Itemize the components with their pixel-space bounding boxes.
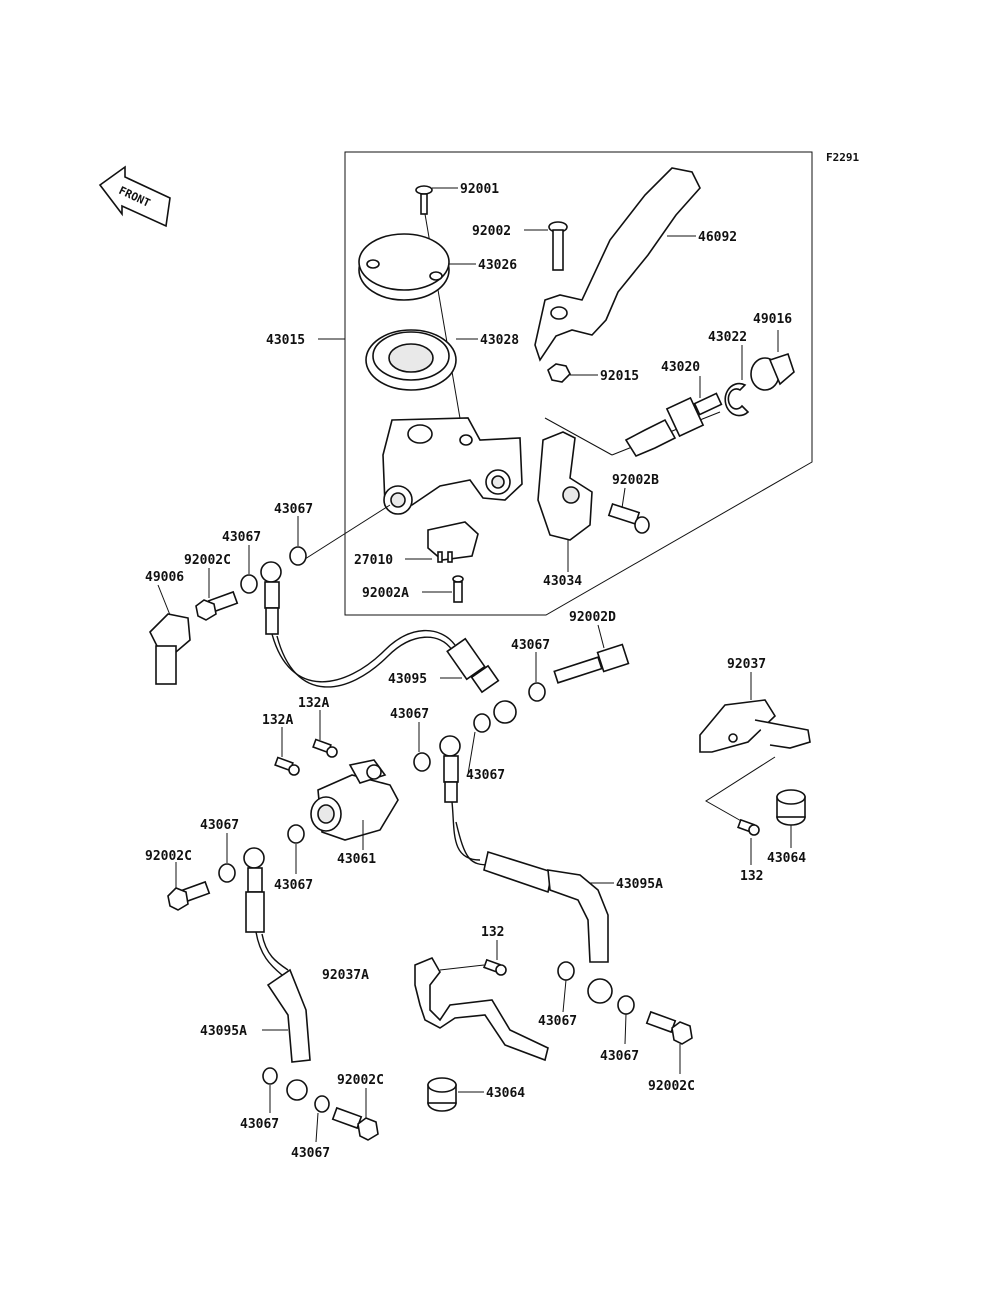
part-label-43067-d: 43067 [390, 707, 429, 722]
brake-switch-27010 [427, 521, 479, 563]
part-label-43061: 43061 [337, 852, 376, 867]
pivot-bolt-92002 [548, 221, 568, 271]
washer-43067-middle [528, 682, 546, 702]
part-label-43028: 43028 [480, 333, 519, 348]
part-label-43067-i: 43067 [600, 1049, 639, 1064]
banjo-fitting-joint [439, 735, 461, 803]
screw-92001 [415, 185, 433, 215]
brake-hose-43095 [271, 629, 456, 683]
banjo-fitting-left [243, 847, 265, 933]
part-label-43067-h: 43067 [538, 1014, 577, 1029]
banjo-fitting-upper [260, 561, 282, 635]
bolt-132a-right [312, 738, 338, 758]
part-label-92002b: 92002B [612, 473, 659, 488]
piston-assembly-43020 [624, 392, 723, 458]
part-label-132-a: 132 [740, 869, 763, 884]
washer-43067-left-a [287, 824, 305, 844]
grommet-43064-lower [427, 1077, 457, 1112]
part-label-92037a: 92037A [322, 968, 369, 983]
master-cylinder-body [382, 417, 523, 515]
part-label-92002c-a: 92002C [184, 553, 231, 568]
part-label-132-b: 132 [481, 925, 504, 940]
part-label-92002: 92002 [472, 224, 511, 239]
part-label-92002c-d: 92002C [648, 1079, 695, 1094]
part-label-132a-a: 132A [262, 713, 293, 728]
washer-43067-lower-a [262, 1067, 278, 1085]
diaphragm-43028 [365, 329, 457, 391]
part-label-49016: 49016 [753, 312, 792, 327]
washer-43067-lower-c [557, 961, 575, 981]
dust-boot-49016 [750, 352, 795, 391]
part-label-43067-k: 43067 [291, 1146, 330, 1161]
part-label-92015: 92015 [600, 369, 639, 384]
bleeder-cap-49006 [149, 613, 191, 685]
part-label-43026: 43026 [478, 258, 517, 273]
washer-43067-upper-left [240, 574, 258, 594]
clamp-bolt-92002b [607, 502, 650, 534]
part-label-92002c-b: 92002C [145, 849, 192, 864]
banjo-bolt-92002c-upper [195, 590, 239, 621]
part-label-43020: 43020 [661, 360, 700, 375]
bracket-92037 [699, 699, 811, 753]
lever-holder-43034 [537, 431, 593, 541]
part-label-43067-f: 43067 [200, 818, 239, 833]
part-label-43064-a: 43064 [767, 851, 806, 866]
washer-43067-lower-d [617, 995, 635, 1015]
part-label-43095a-b: 43095A [200, 1024, 247, 1039]
front-arrow-icon: FRONT [98, 165, 171, 228]
figure-code: F2291 [826, 151, 859, 164]
banjo-bolt-92002c-left [167, 880, 211, 911]
hose-fitting-43095 [446, 637, 517, 724]
part-label-43095a-a: 43095A [616, 877, 663, 892]
brake-hose-43095a-left [266, 968, 311, 1101]
part-label-49006: 49006 [145, 570, 184, 585]
part-label-92002c-c: 92002C [337, 1073, 384, 1088]
part-label-43067-c: 43067 [511, 638, 550, 653]
bolt-132-lower [483, 958, 507, 976]
part-label-43095: 43095 [388, 672, 427, 687]
part-label-43067-g: 43067 [274, 878, 313, 893]
part-label-43064-b: 43064 [486, 1086, 525, 1101]
part-label-92001: 92001 [460, 182, 499, 197]
part-label-92002d: 92002D [569, 610, 616, 625]
bolt-132-right [737, 818, 760, 836]
part-label-43067-b: 43067 [222, 530, 261, 545]
washer-43067-lower-b [314, 1095, 330, 1113]
brake-hose-43095a-right [483, 850, 609, 963]
washer-43067-left-b [218, 863, 236, 883]
assembly-outline-43015 [344, 151, 813, 616]
bolt-132a-left [274, 756, 300, 776]
part-label-92037: 92037 [727, 657, 766, 672]
part-label-92002a: 92002A [362, 586, 409, 601]
part-label-43034: 43034 [543, 574, 582, 589]
banjo-fitting-lower-right [587, 978, 613, 1004]
grommet-43064-right [776, 789, 806, 826]
three-way-joint-43061 [310, 759, 399, 841]
nut-92015 [547, 363, 571, 383]
part-label-43067-a: 43067 [274, 502, 313, 517]
part-label-43015: 43015 [266, 333, 305, 348]
part-label-43067-e: 43067 [466, 768, 505, 783]
screw-92002a [452, 575, 464, 603]
washer-43067-joint-right [473, 713, 491, 733]
banjo-bolt-92002c-lower [331, 1106, 379, 1141]
part-label-27010: 27010 [354, 553, 393, 568]
part-label-132a-b: 132A [298, 696, 329, 711]
banjo-bolt-92002d [553, 643, 630, 684]
bracket-92037a [414, 956, 549, 1062]
circlip-43022 [724, 382, 750, 417]
part-label-43022: 43022 [708, 330, 747, 345]
part-label-46092: 46092 [698, 230, 737, 245]
washer-43067-upper-right [289, 546, 307, 566]
reservoir-cap-43026 [358, 233, 450, 301]
washer-43067-joint-top [413, 752, 431, 772]
part-label-43067-j: 43067 [240, 1117, 279, 1132]
brake-lever-46092 [534, 167, 701, 362]
banjo-bolt-92002c-lower-right [645, 1010, 693, 1045]
